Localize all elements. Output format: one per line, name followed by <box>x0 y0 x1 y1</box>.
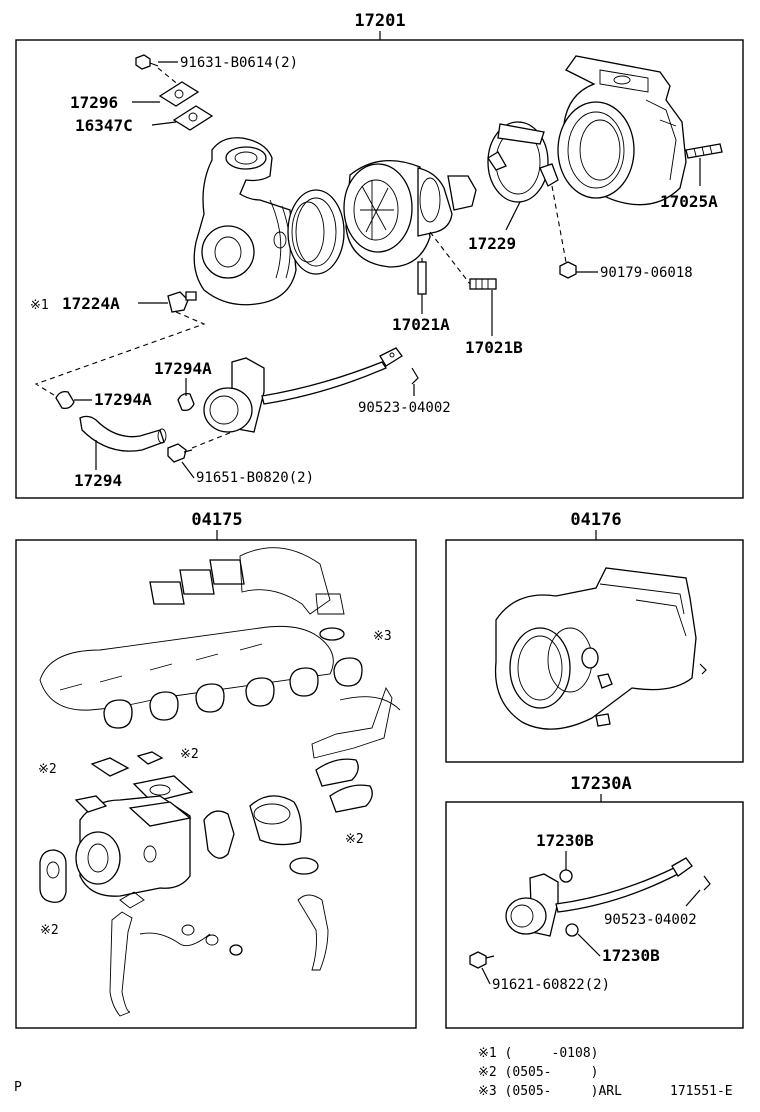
section-frame-17201 <box>15 39 744 499</box>
stud-17021b-drawing <box>469 278 497 290</box>
part-label-17230b-top: 17230B <box>536 831 594 850</box>
reference-code: 171551-E <box>670 1084 733 1099</box>
section-frame-04175 <box>15 539 417 1029</box>
section-04176: 04176 <box>445 510 744 763</box>
part-label-17294a: 17294A <box>94 390 152 409</box>
wastegate-actuator-drawing <box>203 347 403 433</box>
section-frame-04176 <box>445 539 744 763</box>
hose-17294-drawing <box>79 415 167 452</box>
footnote-marker-2c: ※2 <box>345 832 364 847</box>
footnote-marker-2b: ※2 <box>180 747 199 762</box>
clip-90523-drawing <box>411 367 419 385</box>
clip-17294a-drawing <box>55 390 195 412</box>
corner-mark: P <box>14 1080 22 1095</box>
gasket-17296-drawing <box>158 81 214 131</box>
section-frame-17230a <box>445 801 744 1029</box>
footnote-marker-1: ※1 <box>30 298 49 313</box>
footnote-3: ※3 (0505- )ARL <box>478 1084 622 1099</box>
footnote-1: ※1 ( -0108) <box>478 1046 598 1061</box>
footnote-marker-3: ※3 <box>373 629 392 644</box>
part-label-17230b-bot: 17230B <box>602 946 660 965</box>
part-label-90179: 90179-06018 <box>600 265 693 281</box>
bolt-91651-drawing <box>167 431 233 463</box>
section-17201: 17201 <box>15 11 744 499</box>
stud-17025a-drawing <box>685 143 723 159</box>
section-title-04176: 04176 <box>570 510 621 530</box>
section-04175: 04175 <box>15 510 417 1029</box>
fitting-17224a-drawing <box>167 291 197 313</box>
part-label-17296: 17296 <box>70 93 118 112</box>
turbo-assembly-04176-drawing <box>494 567 707 730</box>
part-label-91651: 91651-B0820(2) <box>196 470 314 486</box>
part-label-17224a: 17224A <box>62 294 120 313</box>
footnote-2: ※2 (0505- ) <box>478 1065 598 1080</box>
center-cartridge-drawing <box>343 160 477 268</box>
footnotes: ※1 ( -0108) ※2 (0505- ) ※3 (0505- )ARL 1… <box>14 1046 733 1099</box>
v-band-clamp-drawing <box>487 121 559 203</box>
part-label-17294: 17294 <box>74 471 122 490</box>
section-title-04175: 04175 <box>191 510 242 530</box>
actuator-17230a-drawing <box>469 857 711 969</box>
part-label-90523-main: 90523-04002 <box>358 400 451 416</box>
footnote-marker-2a: ※2 <box>38 762 57 777</box>
section-17230a: 17230A <box>445 774 744 1029</box>
nut-90179-drawing <box>559 261 577 279</box>
part-label-91631: 91631-B0614(2) <box>180 55 298 71</box>
part-label-17229: 17229 <box>468 234 516 253</box>
part-label-17021a: 17021A <box>392 315 450 334</box>
footnote-marker-2d: ※2 <box>40 923 59 938</box>
part-label-17021b: 17021B <box>465 338 523 357</box>
part-label-91621: 91621-60822(2) <box>492 977 610 993</box>
section-title-17201: 17201 <box>354 11 405 31</box>
bolt-91631-drawing <box>135 54 181 87</box>
part-label-16347c: 16347C <box>75 116 133 135</box>
part-label-90523-sub: 90523-04002 <box>604 912 697 928</box>
part-label-17294a-top: 17294A <box>154 359 212 378</box>
heat-shield-drawing <box>287 189 345 275</box>
section-title-17230a: 17230A <box>570 774 631 794</box>
kit-04175-drawing <box>39 547 401 1017</box>
part-label-17025a: 17025A <box>660 192 718 211</box>
turbine-housing-drawing <box>193 137 297 306</box>
compressor-housing-drawing <box>557 55 687 206</box>
